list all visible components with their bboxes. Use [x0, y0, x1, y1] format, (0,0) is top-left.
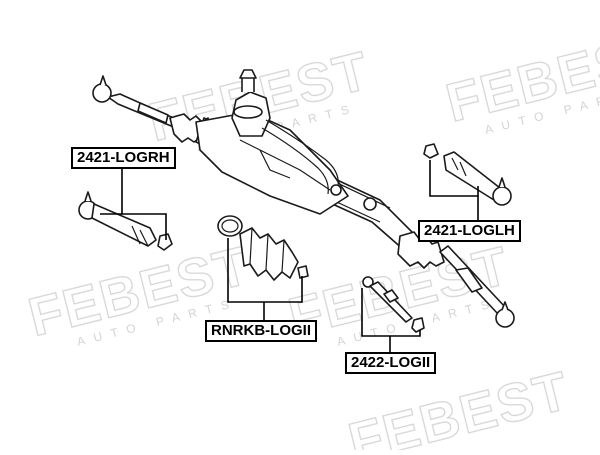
tre-lh-thread: [459, 161, 467, 177]
tre-rh-nut: [157, 233, 173, 251]
axial-rod-part: [362, 276, 425, 333]
tre-rh-stud: [84, 191, 92, 202]
boot-kit-fold: [265, 233, 269, 271]
label-tie-rod-end-right: 2421-LOGRH: [71, 147, 176, 169]
axial-rod-nut: [411, 317, 425, 333]
rack-right-stud: [501, 301, 509, 311]
rack-left-stud: [99, 75, 107, 86]
rack-right-ball-joint: [495, 308, 515, 328]
label-tie-rod-end-left: 2421-LOGLH: [418, 220, 521, 242]
tre-lh-ball: [492, 186, 512, 206]
boot-kit-clamp-ring-inner: [221, 219, 239, 233]
tre-rh-body: [91, 203, 157, 247]
axial-rod-inner-ball: [362, 276, 374, 288]
leader-tie-rod-end-right: [121, 165, 167, 240]
boot-kit-small-clamp: [297, 265, 309, 279]
rack-hydraulic-line: [265, 119, 339, 187]
boot-kit-clamp-ring: [217, 215, 243, 237]
rack-mount-bushing: [363, 197, 377, 211]
watermark-top-right: FEBEST AUTO PARTS: [440, 20, 600, 137]
label-boot-kit: RNRKB-LOGII: [205, 320, 317, 342]
tre-lh-stud: [498, 177, 506, 188]
leader-lines: [100, 160, 479, 352]
tie-rod-end-right-part: [78, 191, 173, 251]
boot-kit-fold: [249, 227, 253, 265]
leader-boot-kit: [227, 238, 303, 303]
boot-kit-part: [217, 215, 309, 281]
leader-axial-rod: [361, 288, 421, 337]
rack-right-nut: [455, 267, 483, 293]
tre-rh-thread: [139, 229, 149, 247]
axial-rod-collar: [383, 289, 399, 303]
tre-rh-thread: [131, 225, 141, 245]
rack-gear-housing: [195, 111, 349, 215]
tie-rod-end-left-part: [423, 143, 512, 206]
label-axial-rod: 2422-LOGII: [345, 352, 437, 374]
tre-lh-nut: [423, 143, 439, 159]
rack-hydraulic-line: [261, 127, 329, 195]
rack-left-nut: [137, 102, 169, 124]
boot-kit-fold: [281, 239, 285, 273]
steering-rack-assembly: [92, 69, 515, 328]
rack-left-ball-joint: [92, 83, 112, 103]
leader-tie-rod-end-left: [429, 160, 479, 220]
rack-input-spline: [239, 69, 257, 79]
tre-lh-thread: [451, 157, 459, 171]
rack-valve-ring: [233, 105, 263, 119]
rack-line-fitting: [330, 184, 342, 196]
rack-housing-detail: [259, 149, 291, 179]
